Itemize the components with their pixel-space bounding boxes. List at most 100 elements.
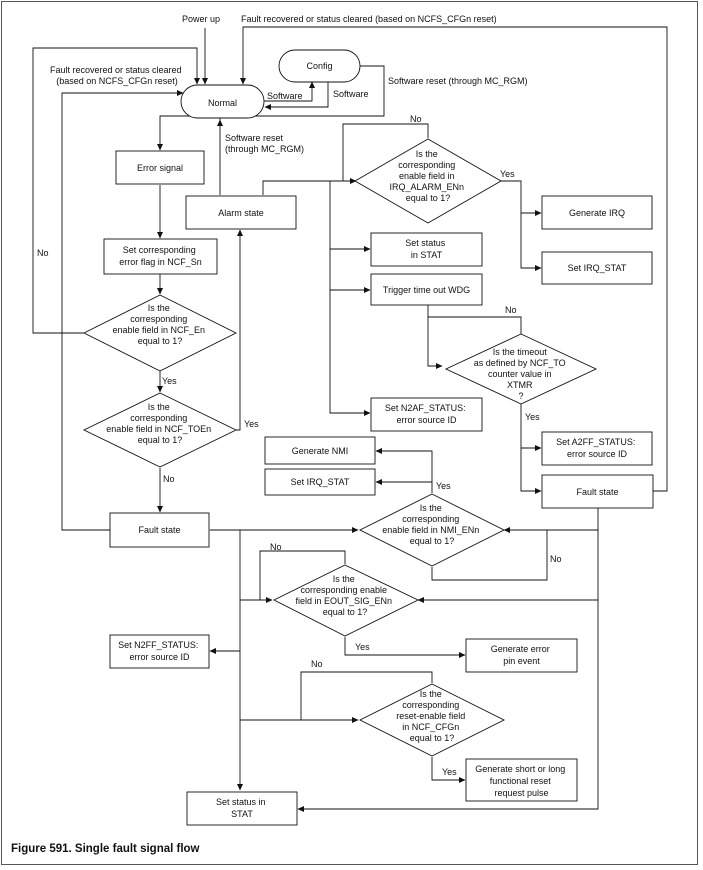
decision-line: Is the bbox=[333, 574, 355, 584]
decision-line: Is the bbox=[420, 503, 442, 513]
decision-ncf-e-label: Is the corresponding enable field in NCF… bbox=[112, 303, 207, 346]
decision-line: in NCF_CFGn bbox=[402, 722, 459, 732]
set-n2ff-status-box bbox=[109, 634, 210, 669]
decision-line: enable field in bbox=[399, 171, 455, 181]
no-label: No bbox=[550, 554, 562, 564]
decision-line: Is the bbox=[416, 149, 438, 159]
decision-line: equal to 1? bbox=[138, 435, 183, 445]
set-error-flag-line: error flag in NCF_Sn bbox=[119, 257, 202, 267]
set-a2ff-status-box bbox=[541, 431, 653, 466]
decision-line: enable field in NCF_TOEn bbox=[106, 424, 211, 434]
yes-label: Yes bbox=[244, 419, 259, 429]
set-status-stat-top-label: Set status in STAT bbox=[405, 238, 448, 260]
set-irq-stat-mid-box bbox=[264, 468, 376, 496]
box-line: Set A2FF_STATUS: bbox=[556, 437, 635, 447]
fault-state-left-box bbox=[109, 512, 210, 548]
set-n2af-status-box bbox=[370, 397, 483, 432]
trigger-timeout-wdg-label: Trigger time out WDG bbox=[383, 285, 470, 295]
decision-timeout bbox=[444, 333, 598, 405]
box-line: error source ID bbox=[567, 449, 628, 459]
decision-irq-alarm bbox=[354, 138, 502, 224]
figure-caption: Figure 591. Single fault signal flow bbox=[11, 843, 200, 855]
decision-line: IRQ_ALARM_ENn bbox=[389, 182, 464, 192]
generate-nmi-label: Generate NMI bbox=[292, 446, 349, 456]
generate-irq-box bbox=[541, 195, 653, 230]
decision-nmi-en-label: Is the corresponding enable field in NMI… bbox=[382, 503, 482, 546]
set-irq-stat-right-box bbox=[541, 251, 653, 285]
set-error-flag-box bbox=[103, 238, 218, 275]
software-label-2: Software bbox=[333, 89, 369, 99]
set-status-stat-bottom-label: Set status in STAT bbox=[216, 797, 268, 819]
generate-reset-pulse-label: Generate short or long functional reset … bbox=[475, 764, 568, 798]
set-n2af-status-label: Set N2AF_STATUS: error source ID bbox=[385, 403, 468, 425]
box-line: Set status bbox=[405, 238, 446, 248]
alarm-state-box bbox=[185, 195, 297, 230]
decision-line: corresponding bbox=[402, 514, 459, 524]
set-error-flag-line: Set corresponding bbox=[123, 245, 196, 255]
box-line: Set N2AF_STATUS: bbox=[385, 403, 466, 413]
decision-irq-alarm-label: Is the corresponding enable field in IRQ… bbox=[389, 149, 466, 203]
yes-label: Yes bbox=[525, 412, 540, 422]
decision-eout-sig bbox=[272, 564, 420, 637]
decision-line: corresponding bbox=[402, 700, 459, 710]
decision-line: as defined by NCF_TO bbox=[474, 358, 566, 368]
decision-nmi-en bbox=[358, 493, 506, 567]
decision-line: enable field in NMI_ENn bbox=[382, 525, 479, 535]
software-reset-config-label: Software reset (through MC_RGM) bbox=[388, 76, 528, 86]
box-line: Generate short or long bbox=[475, 764, 565, 774]
error-signal-box bbox=[115, 150, 205, 185]
software-label-1: Software bbox=[267, 91, 303, 101]
decision-ncf-toe bbox=[82, 392, 238, 468]
yes-label: Yes bbox=[442, 767, 457, 777]
set-error-flag-label: Set corresponding error flag in NCF_Sn bbox=[119, 245, 202, 267]
fault-state-right-box bbox=[541, 474, 654, 509]
fault-state-left-label: Fault state bbox=[138, 525, 180, 535]
yes-label: Yes bbox=[500, 169, 515, 179]
box-line: Set status in bbox=[216, 797, 266, 807]
alarm-state-label: Alarm state bbox=[218, 208, 264, 218]
decision-line: Is the bbox=[148, 402, 170, 412]
box-line: functional reset bbox=[490, 776, 552, 786]
decision-reset-enable bbox=[358, 683, 506, 757]
label-line: Fault recovered or status cleared bbox=[50, 65, 182, 75]
box-line: error source ID bbox=[129, 652, 190, 662]
decision-line: corresponding bbox=[130, 314, 187, 324]
decision-line: corresponding bbox=[130, 413, 187, 423]
box-line: Generate error bbox=[491, 644, 550, 654]
set-a2ff-status-label: Set A2FF_STATUS: error source ID bbox=[556, 437, 638, 459]
fault-recovered-top-label: Fault recovered or status cleared (based… bbox=[241, 14, 497, 24]
config-state bbox=[278, 49, 361, 83]
box-line: pin event bbox=[503, 656, 540, 666]
generate-nmi-box bbox=[264, 436, 376, 465]
generate-reset-pulse-box bbox=[465, 758, 578, 802]
normal-state bbox=[180, 84, 265, 119]
label-line: (based on NCFS_CFGn reset) bbox=[56, 76, 178, 86]
decision-line: equal to 1? bbox=[406, 193, 451, 203]
box-line: STAT bbox=[231, 809, 253, 819]
fault-recovered-left-label: Fault recovered or status cleared (based… bbox=[50, 65, 184, 86]
trigger-timeout-wdg-box bbox=[370, 273, 483, 306]
decision-line: Is the bbox=[148, 303, 170, 313]
decision-reset-enable-label: Is the corresponding reset-enable field … bbox=[396, 689, 468, 743]
label-line: Software reset bbox=[225, 133, 284, 143]
set-status-stat-top-box bbox=[370, 232, 483, 267]
error-signal-label: Error signal bbox=[137, 163, 183, 173]
decision-line: corresponding bbox=[398, 160, 455, 170]
box-line: request pulse bbox=[494, 788, 548, 798]
set-status-stat-bottom-box bbox=[186, 791, 298, 826]
no-label: No bbox=[505, 305, 517, 315]
yes-label: Yes bbox=[162, 376, 177, 386]
no-label: No bbox=[311, 659, 323, 669]
decision-line: reset-enable field bbox=[396, 711, 465, 721]
no-label: No bbox=[270, 542, 282, 552]
box-line: Set N2FF_STATUS: bbox=[118, 640, 198, 650]
set-irq-stat-mid-label: Set IRQ_STAT bbox=[291, 477, 350, 487]
decision-line: counter value in bbox=[488, 369, 552, 379]
decision-line: XTMR bbox=[507, 380, 533, 390]
decision-line: Is the timeout bbox=[493, 347, 548, 357]
decision-line: equal to 1? bbox=[323, 607, 368, 617]
generate-error-pin-box bbox=[465, 638, 578, 673]
decision-line: equal to 1? bbox=[410, 733, 455, 743]
